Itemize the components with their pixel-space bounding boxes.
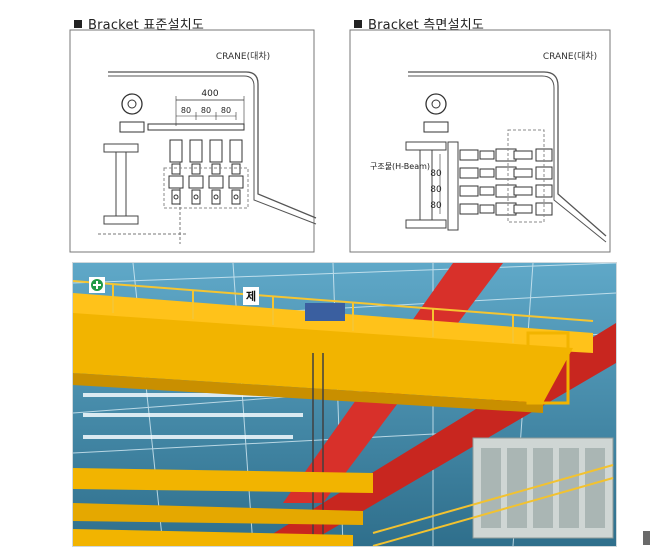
collector: [188, 139, 204, 205]
sub-dimension: 80: [201, 106, 211, 115]
crane-walkway: [73, 293, 593, 353]
corner-marker: [643, 531, 650, 545]
sub-dimension: 80: [181, 106, 191, 115]
crane-factory-photo: 제: [73, 263, 616, 546]
beam-label: 구조물(H-Beam): [370, 162, 430, 171]
crane-girder-2: [73, 468, 373, 493]
side-collectors: [459, 148, 553, 216]
collector: [459, 148, 553, 162]
end-carriage: [526, 331, 570, 405]
h-beam-web: [115, 151, 127, 217]
sign-character: 제: [246, 289, 256, 303]
crane-outline: [408, 71, 607, 237]
collector: [459, 166, 553, 180]
crane-label: CRANE(대차): [216, 50, 270, 62]
collector: [459, 184, 553, 198]
standard-install-panel: Bracket 표준설치도 CRANE(대차) 400 80 80 80: [68, 4, 318, 256]
trolley: [305, 303, 345, 321]
collector: [459, 202, 553, 216]
vertical-dimension: 80: [430, 185, 442, 195]
bullet-square-icon: [354, 20, 362, 28]
side-install-drawing: CRANE(대차) 구조물(H-Beam) 80 80 80: [349, 29, 611, 253]
control-cabinets: [472, 437, 614, 539]
crane-photo-illustration: 제: [73, 263, 616, 546]
crane-label: CRANE(대차): [543, 50, 597, 62]
crane-outline: [108, 71, 317, 219]
collector: [228, 139, 244, 205]
side-install-panel: Bracket 측면설치도 CRANE(대차) 구조물(H-Beam) 80 8…: [348, 4, 614, 256]
h-beam-top-flange: [103, 143, 139, 153]
bracket-collectors: [168, 139, 244, 205]
standard-install-title: Bracket 표준설치도: [74, 14, 204, 33]
structure-plate: [447, 141, 459, 231]
collector: [208, 139, 224, 205]
bullet-square-icon: [74, 20, 82, 28]
standard-install-drawing: CRANE(대차) 400 80 80 80: [69, 29, 317, 253]
total-dimension: 400: [201, 89, 218, 99]
vertical-dimension: 80: [430, 169, 442, 179]
crane-girder-3: [73, 503, 363, 525]
rail-bar: [147, 123, 245, 131]
collector: [168, 139, 184, 205]
h-beam-bottom-flange: [103, 215, 139, 225]
vertical-dimension: 80: [430, 201, 442, 211]
sub-dimension: 80: [221, 106, 231, 115]
side-install-title: Bracket 측면설치도: [354, 14, 484, 33]
